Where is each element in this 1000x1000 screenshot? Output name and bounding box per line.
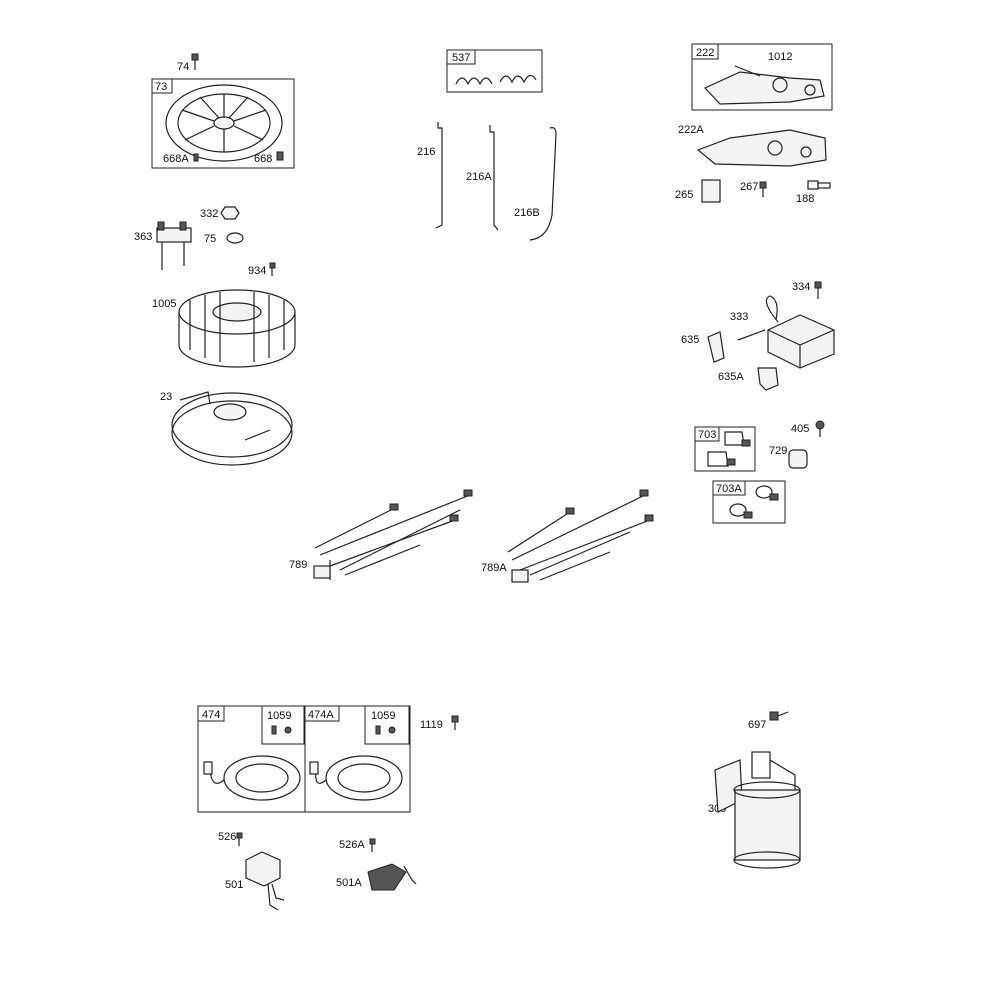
label-526A: 526A — [339, 839, 365, 851]
label-1059b: 1059 — [371, 710, 395, 722]
label-73: 73 — [155, 81, 167, 93]
label-23: 23 — [160, 391, 172, 403]
label-334: 334 — [792, 281, 810, 293]
part-1119-screw — [451, 715, 459, 730]
part-73-blower-screen — [165, 84, 283, 162]
box-222-tag — [691, 43, 719, 60]
part-75-washer — [226, 232, 244, 244]
part-697-bolt — [769, 711, 789, 721]
label-1119: 1119 — [420, 719, 443, 731]
label-934: 934 — [248, 265, 266, 277]
label-537: 537 — [452, 52, 470, 64]
label-222A: 222A — [678, 124, 704, 136]
part-537-springs — [455, 74, 537, 86]
box-703A — [712, 480, 786, 524]
part-526A-screw — [369, 838, 376, 852]
part-23-flywheel — [171, 391, 293, 466]
box-703 — [694, 426, 756, 472]
box-537-tag — [446, 49, 476, 65]
box-703-tag — [694, 426, 720, 442]
part-333-ignition-coil — [737, 295, 835, 369]
label-703: 703 — [698, 429, 716, 441]
part-363-bracket — [156, 221, 192, 270]
part-635A-boot — [757, 367, 779, 391]
label-474: 474 — [202, 709, 220, 721]
label-216B: 216B — [514, 207, 540, 219]
part-332-nut — [220, 206, 240, 220]
part-1059a-screws — [271, 725, 292, 735]
part-1005-fan — [178, 289, 296, 368]
box-474-tag — [197, 705, 225, 722]
part-188-bolt — [807, 180, 831, 190]
label-405: 405 — [791, 423, 809, 435]
part-222A-bracket — [696, 129, 827, 167]
label-668A: 668A — [163, 153, 189, 165]
part-501A-regulator — [367, 863, 417, 891]
part-216-link — [435, 122, 443, 229]
label-222: 222 — [696, 47, 714, 59]
part-526-screw — [236, 832, 243, 846]
label-267: 267 — [740, 181, 758, 193]
part-934-bolt — [269, 262, 276, 276]
box-703A-tag — [712, 480, 746, 496]
label-729: 729 — [769, 445, 787, 457]
box-537 — [446, 49, 543, 93]
label-363: 363 — [134, 231, 152, 243]
label-188: 188 — [796, 193, 814, 205]
box-1059b — [364, 705, 410, 745]
part-216B-link — [529, 127, 557, 241]
part-74-bolt — [191, 53, 199, 70]
label-75: 75 — [204, 233, 216, 245]
part-405-screw — [815, 420, 825, 437]
label-1012: 1012 — [768, 51, 792, 63]
box-73-tag — [151, 78, 173, 94]
label-697: 697 — [748, 719, 766, 731]
part-789A-wire-harness — [507, 489, 654, 583]
part-635-boot — [707, 331, 725, 363]
label-333: 333 — [730, 311, 748, 323]
label-635: 635 — [681, 334, 699, 346]
part-729-clip — [788, 449, 808, 469]
part-703A-clamps — [729, 485, 779, 519]
box-474A-tag — [304, 705, 340, 722]
box-73 — [151, 78, 295, 169]
label-265: 265 — [675, 189, 693, 201]
part-501-regulator — [245, 851, 285, 911]
label-216: 216 — [417, 146, 435, 158]
part-267-screw — [759, 181, 767, 197]
part-309-starter-motor — [714, 751, 801, 869]
label-1059a: 1059 — [267, 710, 291, 722]
part-668A-clip — [193, 153, 199, 162]
label-74: 74 — [177, 61, 189, 73]
label-789: 789 — [289, 559, 307, 571]
part-703-clamps — [707, 431, 751, 467]
label-216A: 216A — [466, 171, 492, 183]
label-1005: 1005 — [152, 298, 176, 310]
label-789A: 789A — [481, 562, 507, 574]
label-635A: 635A — [718, 371, 744, 383]
label-332: 332 — [200, 208, 218, 220]
label-501: 501 — [225, 879, 243, 891]
part-265-plate — [701, 179, 721, 203]
part-334-screw — [814, 281, 822, 299]
label-703A: 703A — [716, 483, 742, 495]
part-789-wire-harness — [313, 489, 473, 580]
label-474A: 474A — [308, 709, 334, 721]
label-526: 526 — [218, 831, 236, 843]
part-668-screw — [276, 151, 284, 161]
box-1059a — [261, 705, 305, 745]
label-501A: 501A — [336, 877, 362, 889]
part-222-control-bracket — [703, 65, 825, 105]
part-216A-link — [489, 125, 499, 231]
label-668: 668 — [254, 153, 272, 165]
part-1059b-screws — [375, 725, 396, 735]
part-474A-alternator — [309, 755, 403, 801]
box-222 — [691, 43, 833, 111]
part-474-alternator — [203, 755, 301, 801]
